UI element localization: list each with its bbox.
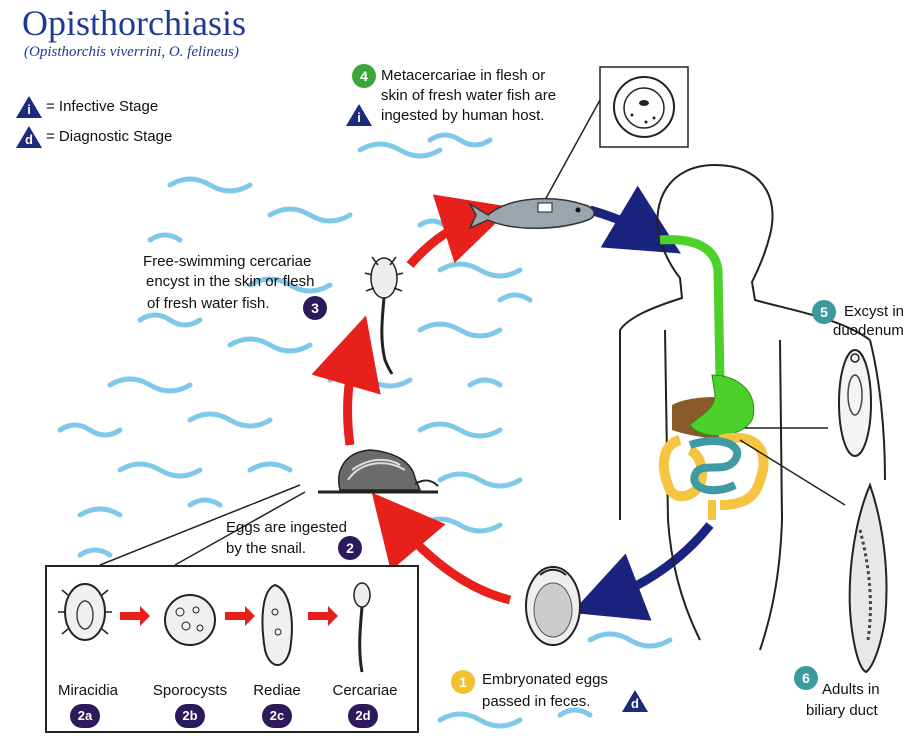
infective-marker-icon: i — [16, 96, 42, 118]
step-2-badge: 2 — [338, 536, 362, 560]
step-3-line3: of fresh water fish. — [147, 294, 270, 313]
step-2-line1: Eggs are ingested — [226, 518, 347, 537]
embryonated-egg — [526, 567, 580, 645]
stage-label-cercariae: Cercariae — [320, 682, 410, 699]
cercaria-organism — [365, 257, 403, 374]
diagram-subtitle: (Opisthorchis viverrini, O. felineus) — [24, 44, 239, 61]
step-6-line1: Adults in — [822, 680, 880, 699]
step-2-line2: by the snail. — [226, 539, 306, 558]
stage-badge-2a: 2a — [70, 704, 100, 728]
arrow-snail-to-cercaria — [348, 350, 356, 445]
stage-badge-2c: 2c — [262, 704, 292, 728]
step-6-line2: biliary duct — [806, 701, 878, 720]
stage-badge-2b: 2b — [175, 704, 205, 728]
step-3-line2: encyst in the skin or flesh — [146, 272, 314, 291]
step-4-infective-icon: i — [346, 104, 372, 126]
fish — [470, 199, 594, 229]
redia-drawing — [262, 585, 291, 665]
step-1-line1: Embryonated eggs — [482, 670, 608, 689]
step-3-badge: 3 — [303, 296, 327, 320]
cycle-arrows — [348, 210, 710, 600]
step-4-line2: skin of fresh water fish are — [381, 86, 556, 105]
arrow-fish-to-human — [590, 210, 650, 235]
legend-infective-label: = Infective Stage — [46, 97, 158, 116]
step-6-badge: 6 — [794, 666, 818, 690]
diagnostic-marker-icon: d — [16, 126, 42, 148]
step-1-line2: passed in feces. — [482, 692, 590, 711]
stage-label-sporocysts: Sporocysts — [145, 682, 235, 699]
step-1-diagnostic-icon: d — [622, 690, 648, 712]
step-5-line2: duodenum — [833, 321, 904, 340]
pointer-lines — [100, 100, 845, 565]
stage-badge-2d: 2d — [348, 704, 378, 728]
excysted-larva — [839, 350, 871, 456]
metacercaria-inset — [600, 67, 688, 147]
adult-worm — [850, 485, 887, 672]
snail — [318, 450, 438, 492]
step-4-line3: ingested by human host. — [381, 106, 544, 125]
diagram-title: Opisthorchiasis — [22, 2, 246, 44]
sporocyst-drawing — [165, 595, 215, 645]
legend-diagnostic-label: = Diagnostic Stage — [46, 127, 172, 146]
step-3-line1: Free-swimming cercariae — [143, 252, 311, 271]
digestive-system — [660, 240, 764, 520]
stage-label-miracidia: Miracidia — [43, 682, 133, 699]
step-4-badge: 4 — [352, 64, 376, 88]
step-1-badge: 1 — [451, 670, 475, 694]
stage-label-rediae: Rediae — [232, 682, 322, 699]
step-4-line1: Metacercariae in flesh or — [381, 66, 545, 85]
step-5-line1: Excyst in — [844, 302, 904, 321]
arrow-human-to-egg — [605, 525, 710, 600]
